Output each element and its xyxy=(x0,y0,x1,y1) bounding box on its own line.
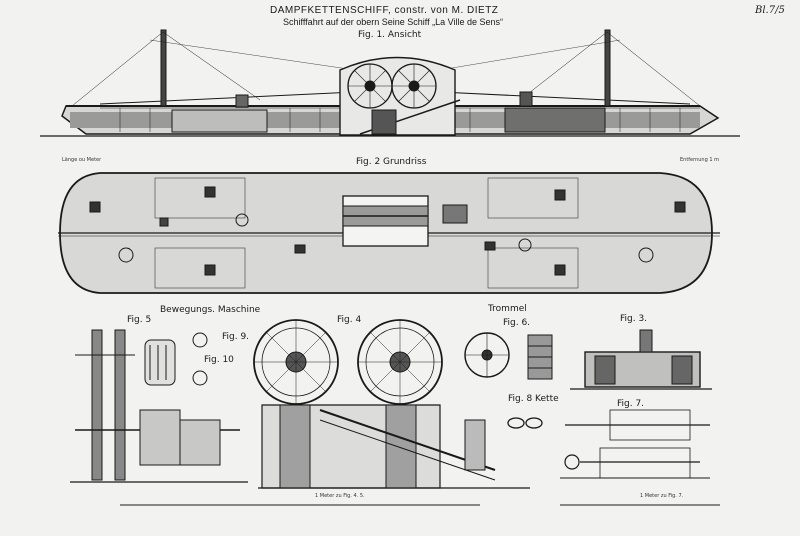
fig8-label: Fig. 8 Kette xyxy=(508,394,559,404)
cross-section xyxy=(570,329,712,390)
fig7-label: Fig. 7. xyxy=(617,399,645,409)
bottom-scale-b: 1 Meter zu Fig. 7. xyxy=(640,493,684,499)
engine-drawing xyxy=(70,329,248,483)
drum-detail xyxy=(464,332,553,380)
fig10-label: Fig. 10 xyxy=(204,355,234,365)
drum-assembly xyxy=(253,319,530,489)
fig1-label: Fig. 1. Ansicht xyxy=(358,30,422,40)
plate-number: Bl.7/5 xyxy=(755,5,785,16)
fig6-label: Fig. 6. xyxy=(503,318,531,328)
bottom-scale-a: 1 Meter zu Fig. 4. 5. xyxy=(315,493,365,499)
fig2-label: Fig. 2 Grundriss xyxy=(356,157,427,167)
plate-subtitle: Schifffahrt auf der obern Seine Schiff „… xyxy=(283,17,503,27)
engine-heading: Bewegungs. Maschine xyxy=(160,305,261,315)
fig9-label: Fig. 9. xyxy=(222,332,250,342)
side-elevation xyxy=(40,29,740,137)
rudder-gear xyxy=(560,409,710,479)
fig4-label: Fig. 4 xyxy=(337,315,362,325)
fig3-label: Fig. 3. xyxy=(620,314,648,324)
right-scale-note: Entfernung 1 m xyxy=(680,157,720,163)
plan-view xyxy=(58,172,720,294)
fig5-label: Fig. 5 xyxy=(127,315,152,325)
chain-detail xyxy=(507,417,543,429)
left-scale-note: Länge ou Meter xyxy=(62,157,102,163)
drum-heading: Trommel xyxy=(488,304,527,314)
plate-title: DAMPFKETTENSCHIFF, constr. von M. DIETZ xyxy=(270,5,499,16)
